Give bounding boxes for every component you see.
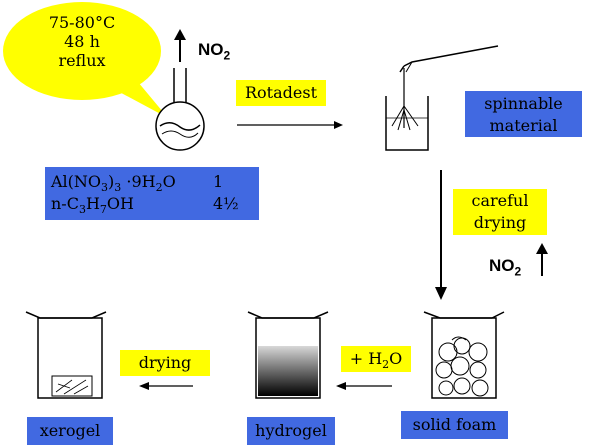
careful-drying-label: careful drying	[453, 189, 547, 235]
flow-arrow-left	[139, 382, 193, 390]
gas-release-arrow-icon	[536, 243, 548, 276]
flow-arrow-left	[336, 382, 392, 390]
no2-label-top: NO2	[198, 40, 231, 63]
hydrogel-beaker-icon	[247, 311, 329, 399]
flow-arrow-right	[237, 121, 343, 129]
reagent-row-aluminium-nitrate: Al(NO3)3 ·9H2O 1	[51, 172, 224, 195]
add-water-label: + H2O	[341, 346, 411, 372]
reflux-text: reflux	[58, 51, 106, 71]
xerogel-beaker-icon	[25, 311, 107, 399]
temperature-text: 75-80°C	[48, 13, 116, 32]
speech-bubble	[3, 2, 168, 118]
duration-text: 48 h	[64, 32, 100, 52]
hydrogel-label: hydrogel	[247, 417, 335, 445]
reflux-flask-icon	[155, 68, 205, 151]
reagents-box: Al(NO3)3 ·9H2O 1 n-C3H7OH 4½	[45, 167, 259, 220]
spinnable-material-label: spinnable material	[465, 91, 582, 137]
rotadest-label: Rotadest	[236, 80, 326, 106]
no2-label-right: NO2	[489, 256, 522, 279]
ratio-aluminium-nitrate: 1	[213, 172, 224, 191]
solid-foam-beaker-icon	[423, 311, 505, 399]
reflux-conditions: 75-80°C 48 h reflux	[10, 13, 154, 71]
flow-arrow-down	[435, 170, 447, 300]
reagent-row-propanol: n-C3H7OH 4½	[51, 194, 239, 217]
drying-label: drying	[120, 350, 210, 376]
solid-foam-label: solid foam	[401, 411, 508, 439]
xerogel-label: xerogel	[27, 417, 113, 445]
gas-release-arrow-icon	[174, 29, 186, 62]
beaker-with-rod-icon	[385, 45, 499, 151]
ratio-propanol: 4½	[213, 194, 239, 213]
